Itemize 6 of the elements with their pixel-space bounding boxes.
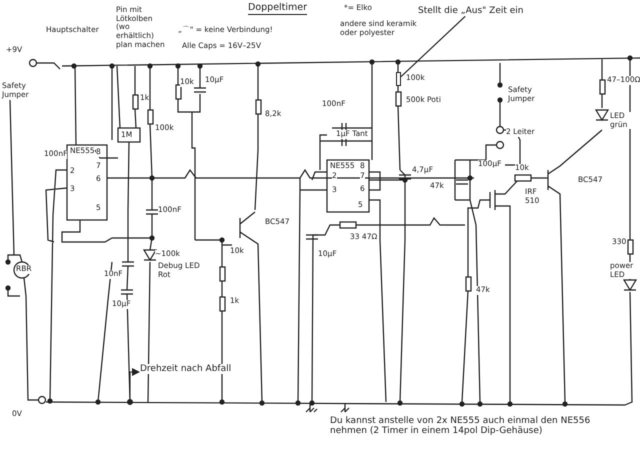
diagram-title: Doppeltimer [248, 3, 308, 15]
resistor-symbol [396, 72, 401, 86]
annotation-note: Stellt die „Aus" Zeit ein [418, 6, 524, 16]
junction-dot [127, 399, 133, 405]
leader-line [400, 16, 466, 78]
annotation-note: Drehzeit nach Abfall [140, 364, 232, 374]
